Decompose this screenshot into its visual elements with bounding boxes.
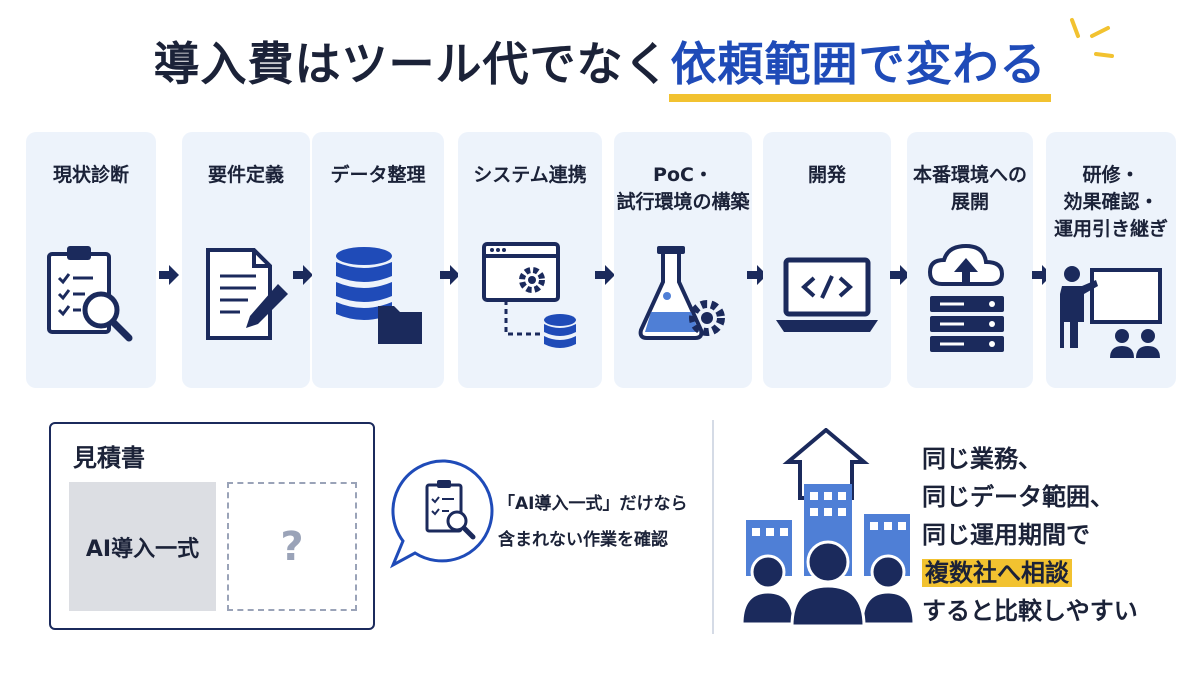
title-area: 導入費はツール代でなく依頼範囲で変わる (0, 28, 1200, 102)
database-folder-icon (336, 247, 422, 344)
summary-line-2: 同じデータ範囲、 (922, 483, 1114, 511)
window-gear-database-icon (482, 242, 576, 348)
summary-text: 同じ業務、 同じデータ範囲、 同じ運用期間で 複数社へ相談 すると比較しやすい (922, 440, 1192, 630)
page-title: 導入費はツール代でなく依頼範囲で変わる (153, 28, 1051, 102)
sparkle-icon (1070, 18, 1114, 58)
title-main: 導入費はツール代でなく (153, 37, 671, 91)
arrow-right-icon (440, 265, 460, 285)
arrow-right-icon (595, 265, 615, 285)
step-label: 本番環境への 展開 (912, 164, 1027, 213)
summary-highlight: 複数社へ相談 (922, 559, 1072, 587)
cloud-server-icon (927, 243, 1005, 352)
companies-people-icon (740, 428, 916, 628)
summary-line-3: 同じ運用期間で (922, 521, 1090, 549)
summary-line-5: すると比較しやすい (922, 597, 1138, 625)
summary-line-1: 同じ業務、 (922, 445, 1042, 473)
step-label: 要件定義 (207, 164, 284, 186)
step-development: 開発 (763, 132, 891, 388)
step-label: システム連携 (473, 164, 587, 186)
estimate-title: 見積書 (73, 444, 145, 472)
laptop-code-icon (776, 257, 878, 332)
divider (712, 420, 714, 634)
step-production-deploy: 本番環境への 展開 (907, 132, 1033, 388)
step-current-state-diagnosis: 現状診断 (26, 132, 156, 388)
note-text: 「AI導入一式」だけなら 含まれない作業を確認 (498, 494, 688, 550)
estimate-card: 見積書 AI導入一式 ? (49, 422, 375, 630)
estimate-item: AI導入一式 (69, 482, 216, 611)
step-label: データ整理 (330, 164, 426, 186)
step-requirements-definition: 要件定義 (182, 132, 310, 388)
clipboard-magnifier-icon (47, 246, 133, 342)
document-pen-icon (206, 248, 288, 340)
step-system-integration: システム連携 (458, 132, 602, 388)
arrow-right-icon (747, 265, 767, 285)
presenter-audience-icon (1060, 266, 1162, 358)
step-label: PoC・ 試行環境の構築 (616, 164, 750, 213)
arrow-right-icon (890, 265, 910, 285)
speech-bubble-clipboard-icon (389, 459, 494, 569)
title-highlight: 依頼範囲で変わる (668, 28, 1051, 102)
step-label: 現状診断 (52, 164, 129, 186)
arrow-right-icon (293, 265, 313, 285)
step-training-handover: 研修・ 効果確認・ 運用引き継ぎ (1046, 132, 1176, 388)
step-poc-environment: PoC・ 試行環境の構築 (614, 132, 752, 388)
flask-gear-icon (638, 246, 725, 340)
estimate-unknown: ? (227, 482, 357, 611)
step-label: 研修・ 効果確認・ 運用引き継ぎ (1053, 164, 1168, 240)
arrow-right-icon (159, 265, 179, 285)
step-data-organization: データ整理 (312, 132, 444, 388)
process-steps: 現状診断 要件定義 データ整理 (26, 132, 1176, 388)
step-label: 開発 (807, 164, 846, 186)
